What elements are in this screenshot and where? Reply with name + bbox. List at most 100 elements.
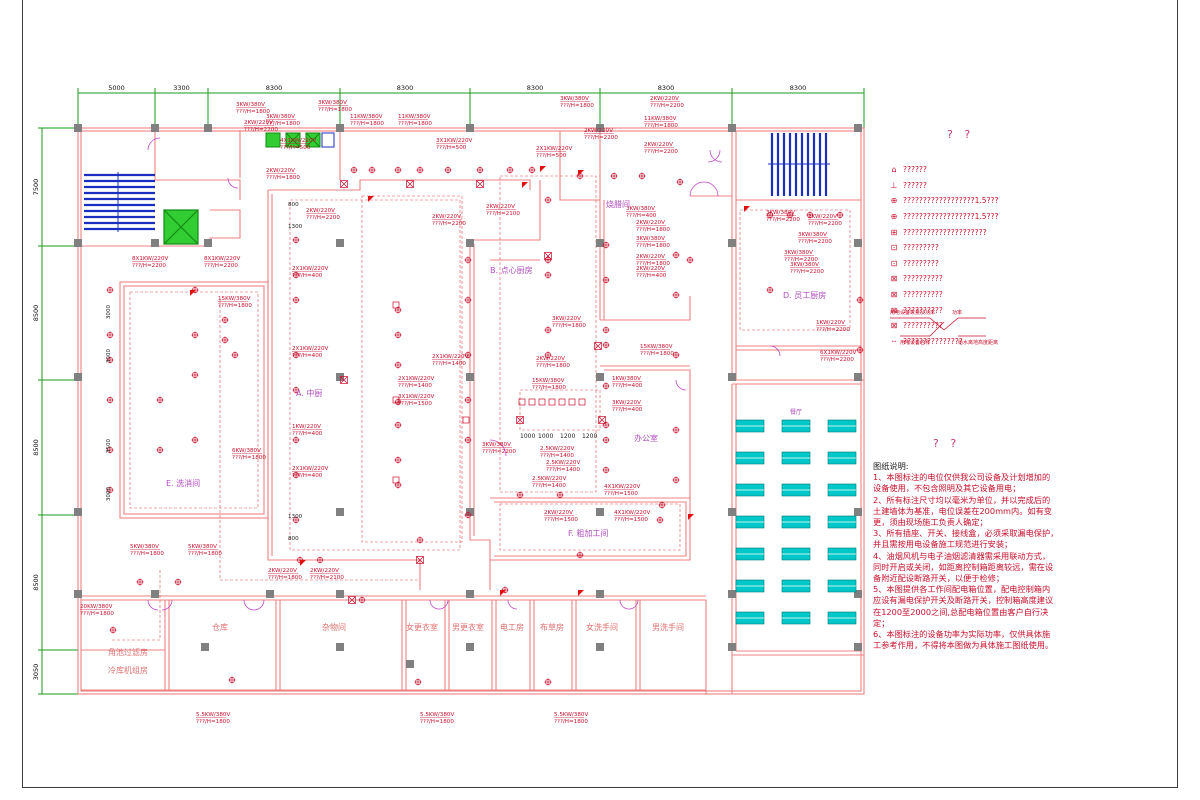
power-label: 3KW/380V [798, 232, 827, 238]
column [466, 239, 474, 247]
power-label: 15KW/380V [640, 344, 673, 350]
mount-height-label: ???/H=2200 [808, 221, 842, 227]
mount-height-label: ???/H=2200 [766, 217, 800, 223]
power-label: 2.5KW/220V [532, 476, 566, 482]
mount-height-label: ???/H=1800 [236, 109, 270, 115]
column [596, 124, 604, 132]
mount-height-label: ???/H=1800 [350, 121, 384, 127]
note-line: 在1200至2000之间,总配电箱位置由客户自行决 [873, 606, 1049, 617]
mount-height-label: ???/H=1800 [266, 121, 300, 127]
column [466, 124, 474, 132]
power-label: 3KW/380V [790, 262, 819, 268]
notes-heading: 图纸说明: [873, 461, 909, 471]
mount-height-label: ???/H=1800 [398, 121, 432, 127]
power-label: 2KW/220V [636, 266, 665, 272]
legend-label-height: 给水离地高度距离 [958, 339, 998, 346]
power-label: 3KW/380V [482, 442, 511, 448]
mount-height-label: ???/H=500 [536, 153, 567, 159]
column [728, 643, 736, 651]
power-label: 15KW/380V [218, 296, 251, 302]
mount-height-label: ???/H=400 [292, 431, 323, 437]
legend-symbol-icon: ⊞ [890, 227, 898, 237]
mount-height-label: ???/H=1800 [636, 227, 670, 233]
mount-height-label: ???/H=400 [292, 273, 323, 279]
column [596, 590, 604, 598]
column [204, 239, 212, 247]
mount-height-label: ???/H=1800 [218, 303, 252, 309]
junction-box-icon [516, 416, 524, 424]
power-label: 2X1KW/220V [536, 146, 573, 152]
dim-label-top: 8300 [790, 84, 807, 92]
legend-label-power: 功率 [952, 309, 962, 316]
legend-text: ?????????? [903, 290, 943, 300]
legend-list: ⌂??????⊥??????⊕??????????????????1.5???⊕… [885, 162, 1085, 349]
legend-text: ??????????????????1.5??? [903, 196, 999, 206]
power-label: 4X1KW/220V [604, 484, 641, 490]
column [466, 590, 474, 598]
mount-height-label: ???/H=400 [612, 383, 643, 389]
mount-height-label: ???/H=1500 [604, 491, 638, 497]
power-label: 2KW/220V [636, 220, 665, 226]
mount-height-label: ???/H=1800 [532, 385, 566, 391]
power-label: 3KW/380V [636, 236, 665, 242]
legend-item: ⊥?????? [885, 178, 1085, 194]
junction-box-icon [598, 416, 606, 424]
dim-label-left: 3050 [32, 664, 40, 681]
note-line: 备附近配设断路开关，以便于检修； [873, 573, 1005, 584]
control-box-icon [368, 196, 374, 202]
legend-text: ????????????????????? [903, 227, 987, 237]
structural-columns [74, 124, 862, 668]
notes-title: ? ? [933, 437, 961, 450]
dim-label-top: 8300 [658, 84, 675, 92]
power-label: 3KW/380V [266, 114, 295, 120]
column [406, 660, 414, 668]
mount-height-label: ???/H=400 [636, 273, 667, 279]
room-label: F. 粗加工间 [568, 528, 608, 538]
room-label: 仓库 [212, 622, 228, 632]
legend-text: ?????? [903, 165, 927, 175]
column [728, 508, 736, 516]
mount-height-label: ???/H=1400 [532, 483, 566, 489]
mount-height-label: ???/H=400 [612, 407, 643, 413]
power-label: 2X1KW/220V [292, 466, 329, 472]
column [854, 373, 862, 381]
column [336, 590, 344, 598]
legend-item: ⊡????????? [885, 256, 1085, 272]
column [74, 373, 82, 381]
bay-dimension: 3500 [106, 438, 112, 453]
mount-height-label: ???/H=2100 [310, 575, 344, 581]
legend-text: ????????? [903, 258, 939, 268]
power-label: 2KW/220V [306, 208, 335, 214]
legend-diagram [890, 317, 986, 337]
junction-box-icon [340, 376, 348, 384]
legend-symbol-icon: ⊡ [890, 243, 898, 253]
spacing-label: 1300 [288, 514, 303, 520]
legend-text: ????????? [903, 243, 939, 253]
mount-height-label: ???/H=1800 [554, 719, 588, 725]
power-label: 2KW/220V [584, 128, 613, 134]
floor-box-icon [392, 396, 400, 404]
control-box-icon [744, 206, 750, 212]
note-line: 2、所有标注尺寸均以毫米为单位，并以完成后的 [873, 494, 1051, 505]
note-line: 工参考作用，不得将本图做为具体施工图纸使用。 [873, 640, 1054, 651]
column [854, 508, 862, 516]
power-label: 5.5KW/380V [554, 712, 588, 718]
dining-label: 餐厅 [790, 408, 802, 416]
mount-height-label: ???/H=500 [436, 145, 467, 151]
power-label: 2.5KW/220V [546, 460, 580, 466]
room-label: 女更衣室 [406, 622, 438, 632]
junction-box-icon [544, 252, 552, 260]
note-line: 5、本图提供各工作间配电箱位置，配电控制箱内 [873, 584, 1051, 595]
mount-height-label: ???/H=1400 [546, 467, 580, 473]
power-label: 2KW/220V [486, 204, 515, 210]
column [466, 643, 474, 651]
equipment-outlines [110, 175, 851, 641]
legend-item: ⊕??????????????????1.5??? [885, 193, 1085, 209]
legend-item: ┄??????????????? [885, 334, 1085, 350]
legend-item: ⊠?????????? [885, 302, 1085, 318]
legend-item: ⊠?????????? [885, 287, 1085, 303]
legend-text: ?????? [903, 180, 927, 190]
power-label: 2KW/220V [432, 214, 461, 220]
